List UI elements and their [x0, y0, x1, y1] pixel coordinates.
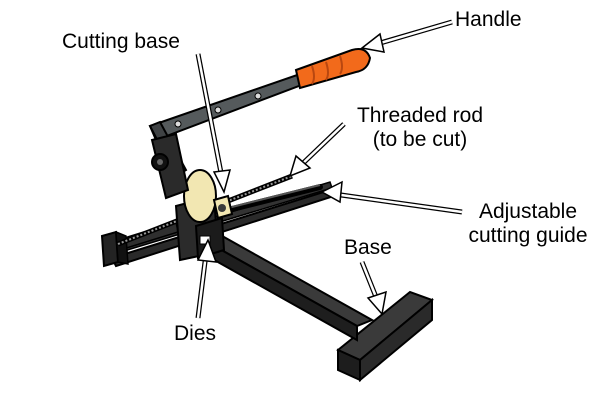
- base-crossbar: [336, 290, 434, 383]
- label-adjustable-line2: cutting guide: [468, 224, 588, 247]
- arrow-dies: [195, 238, 218, 319]
- label-threaded-rod-line1: Threaded rod: [356, 104, 484, 127]
- arrow-threaded-rod: [288, 122, 346, 178]
- label-base: Base: [344, 236, 392, 259]
- label-adjustable-line1: Adjustable: [478, 200, 578, 223]
- label-threaded-rod: Threaded rod (to be cut): [340, 104, 500, 152]
- label-adjustable-guide: Adjustable cutting guide: [458, 200, 598, 248]
- adjustable-guide-rod: [225, 184, 323, 213]
- label-handle: Handle: [455, 8, 522, 31]
- arrow-adjustable-guide: [320, 180, 463, 215]
- label-cutting-base: Cutting base: [62, 30, 180, 53]
- label-dies: Dies: [174, 322, 217, 345]
- arrow-cutting-base: [195, 53, 232, 195]
- arrow-handle: [360, 19, 453, 53]
- label-threaded-rod-line2: (to be cut): [372, 128, 468, 151]
- dies: [183, 169, 234, 223]
- end-bracket: [100, 230, 129, 268]
- base-beam: [197, 230, 375, 342]
- arrow-base: [359, 261, 387, 316]
- handle-grip: [294, 48, 372, 90]
